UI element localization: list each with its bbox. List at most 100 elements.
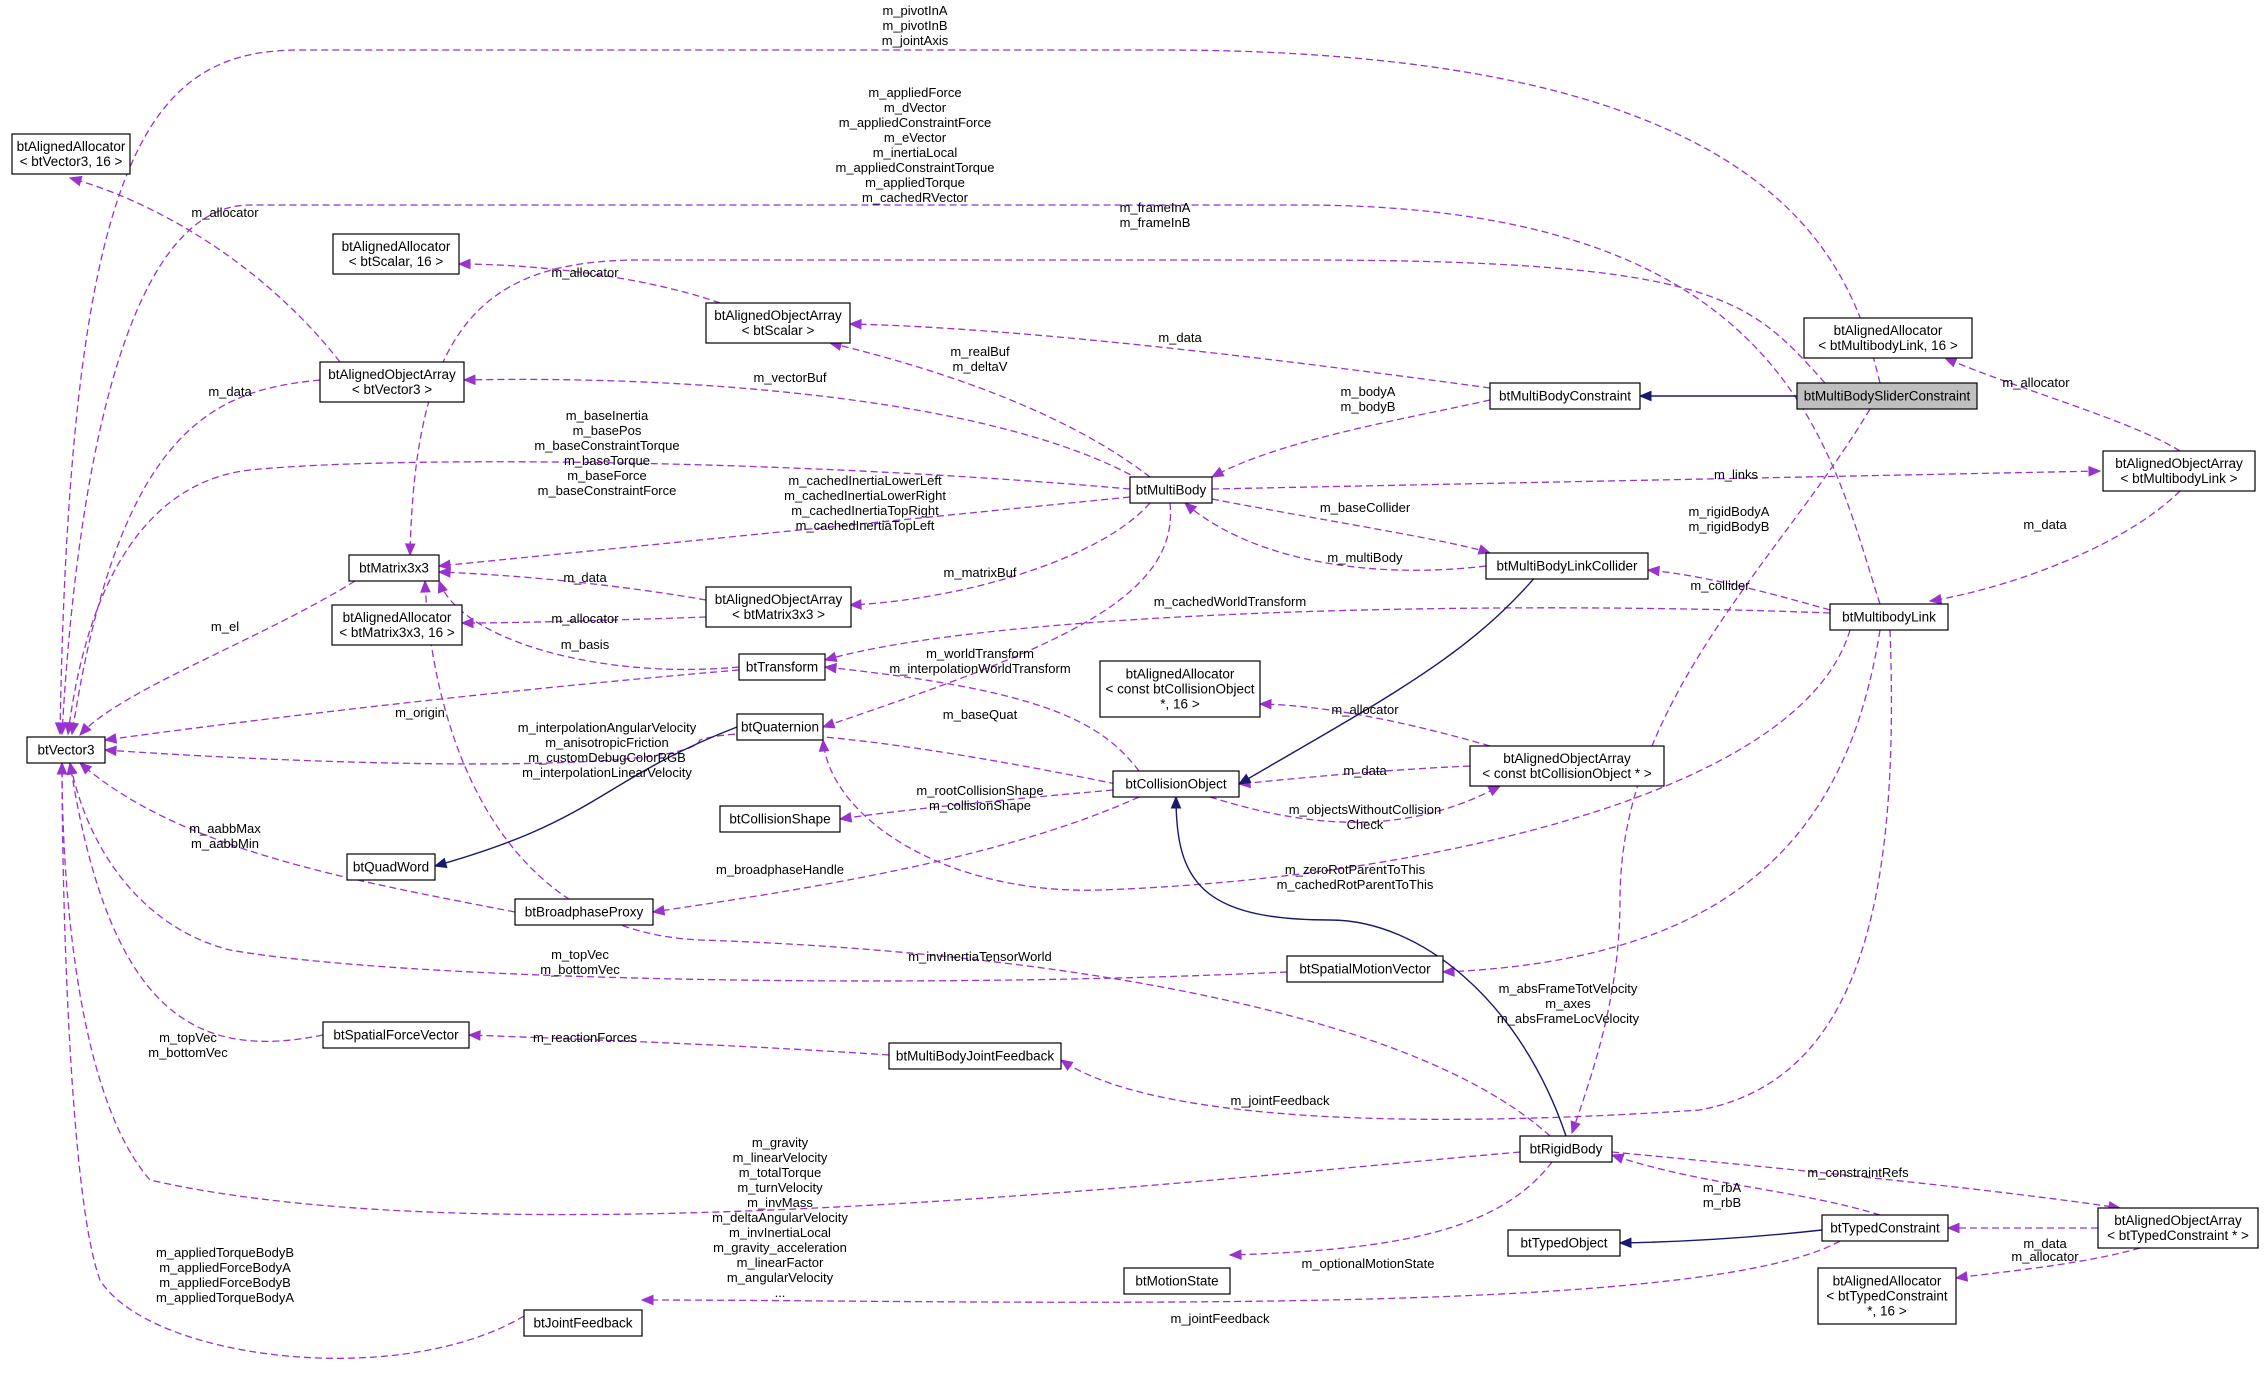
edge-label-line: m_cachedRotParentToThis — [1277, 877, 1434, 892]
class-name-text: < btVector3 > — [352, 382, 432, 397]
class-node-allocLink[interactable]: btAlignedAllocator< btMultibodyLink, 16 … — [1803, 317, 1973, 359]
class-box — [348, 554, 440, 582]
edge-line — [69, 177, 341, 363]
edge-line — [1229, 1161, 1553, 1256]
edge-label-line: m_el — [211, 619, 239, 634]
class-name-text: *, 16 > — [1160, 697, 1200, 712]
arrowhead-icon — [1487, 785, 1502, 797]
edge-label-line: m_interpolationLinearVelocity — [522, 765, 692, 780]
edge-label-line: m_baseCollider — [1320, 500, 1411, 515]
class-node-btRigidBody[interactable]: btRigidBody — [1519, 1135, 1613, 1163]
class-node-btCollisionShape[interactable]: btCollisionShape — [719, 805, 841, 833]
class-node-btMultiBody[interactable]: btMultiBody — [1129, 476, 1213, 504]
edge-label-line: m_angularVelocity — [727, 1270, 834, 1285]
edge-label: m_allocator — [2011, 1249, 2079, 1264]
member-edge — [57, 204, 1881, 736]
edge-label: m_appliedForcem_dVectorm_appliedConstrai… — [836, 85, 995, 205]
edge-line — [1209, 785, 1501, 823]
class-node-arrScalar[interactable]: btAlignedObjectArray< btScalar > — [705, 302, 851, 344]
member-edge — [848, 502, 1151, 610]
class-node-btMultiBodySliderConstraint[interactable]: btMultiBodySliderConstraint — [1796, 382, 1978, 410]
class-node-arrTC[interactable]: btAlignedObjectArray< btTypedConstraint … — [2097, 1207, 2259, 1249]
edge-line — [822, 502, 1172, 728]
class-node-btMultibodyLink[interactable]: btMultibodyLink — [1829, 603, 1949, 631]
class-node-btCollisionObject[interactable]: btCollisionObject — [1112, 770, 1240, 798]
class-node-allocMat[interactable]: btAlignedAllocator< btMatrix3x3, 16 > — [331, 604, 463, 646]
edge-label-line: m_absFrameTotVelocity — [1499, 981, 1638, 996]
class-node-arrColObj[interactable]: btAlignedObjectArray< const btCollisionO… — [1469, 745, 1665, 787]
class-node-arrLink[interactable]: btAlignedObjectArray< btMultibodyLink > — [2102, 450, 2256, 492]
edge-label: m_vectorBuf — [754, 370, 827, 385]
edge-line — [438, 580, 740, 671]
member-edge — [1228, 1161, 1553, 1261]
class-box — [1507, 1229, 1621, 1257]
class-node-allocTC[interactable]: btAlignedAllocator< btTypedConstraint*, … — [1817, 1267, 1957, 1325]
class-node-btSpatialMotionVector[interactable]: btSpatialMotionVector — [1286, 955, 1444, 983]
class-node-btTypedObject[interactable]: btTypedObject — [1507, 1229, 1621, 1257]
class-name-text: btAlignedAllocator — [342, 239, 451, 254]
edge-line — [829, 342, 1151, 478]
member-edge — [1184, 502, 1487, 571]
edge-line — [71, 379, 321, 735]
class-node-btMatrix3x3[interactable]: btMatrix3x3 — [348, 554, 440, 582]
class-node-arrVec3[interactable]: btAlignedObjectArray< btVector3 > — [319, 361, 465, 403]
edge-label-line: m_appliedForceBodyA — [159, 1260, 291, 1275]
class-node-allocColObj[interactable]: btAlignedAllocator< const btCollisionObj… — [1099, 660, 1261, 718]
class-node-btQuaternion[interactable]: btQuaternion — [736, 713, 824, 741]
class-node-allocVec3[interactable]: btAlignedAllocator< btVector3, 16 > — [11, 133, 131, 175]
class-box — [2097, 1207, 2259, 1249]
edge-line — [1060, 629, 1893, 1121]
class-name-text: btAlignedObjectArray — [714, 308, 842, 323]
arrowhead-icon — [640, 1294, 654, 1306]
class-node-btJointFeedback[interactable]: btJointFeedback — [523, 1309, 643, 1337]
edge-line — [61, 762, 1521, 1216]
class-node-btTransform[interactable]: btTransform — [738, 653, 826, 681]
class-box — [346, 853, 436, 881]
class-node-btSpatialForceVector[interactable]: btSpatialForceVector — [322, 1021, 470, 1049]
edge-label: m_allocator — [551, 265, 619, 280]
class-node-btMotionState[interactable]: btMotionState — [1123, 1267, 1231, 1295]
edge-label-line: m_collisionShape — [929, 798, 1031, 813]
class-node-allocScalar[interactable]: btAlignedAllocator< btScalar, 16 > — [332, 233, 460, 275]
edge-label: m_interpolationAngularVelocitym_anisotro… — [518, 720, 697, 780]
edge-line — [461, 616, 707, 624]
edge-label-line: m_realBuf — [950, 344, 1010, 359]
member-edge — [68, 175, 341, 363]
class-box — [319, 361, 465, 403]
class-node-btQuadWord[interactable]: btQuadWord — [346, 853, 436, 881]
class-node-btMultiBodyJointFeedback[interactable]: btMultiBodyJointFeedback — [888, 1042, 1062, 1070]
arrowhead-icon — [420, 579, 431, 593]
class-name-text: < btTypedConstraint — [1826, 1289, 1947, 1304]
edge-label-line: m_baseForce — [567, 468, 646, 483]
class-name-text: btAlignedObjectArray — [715, 592, 843, 607]
edge-label-line: m_turnVelocity — [737, 1180, 823, 1195]
arrowhead-icon — [103, 745, 117, 757]
class-node-btBroadphaseProxy[interactable]: btBroadphaseProxy — [514, 898, 654, 926]
class-name-text: < btMultibodyLink > — [2120, 471, 2237, 486]
edge-label-line: m_allocator — [2011, 1249, 2079, 1264]
member-edge — [1059, 629, 1893, 1121]
edge-label: m_jointFeedback — [1171, 1311, 1270, 1326]
edge-label: m_data — [2023, 1236, 2067, 1251]
edge-label-line: m_objectsWithoutCollision — [1289, 802, 1441, 817]
class-name-text: btAlignedObjectArray — [2114, 1213, 2242, 1228]
class-node-btTypedConstraint[interactable]: btTypedConstraint — [1821, 1214, 1949, 1242]
edge-label: m_worldTransformm_interpolationWorldTran… — [889, 646, 1070, 676]
arrowhead-icon — [821, 718, 836, 729]
class-node-arrMat[interactable]: btAlignedObjectArray< btMatrix3x3 > — [705, 586, 852, 628]
arrowhead-icon — [838, 812, 853, 823]
edge-label-line: m_interpolationWorldTransform — [889, 661, 1070, 676]
member-edge — [823, 607, 1831, 662]
class-name-text: btMotionState — [1135, 1274, 1218, 1289]
class-box — [1123, 1267, 1231, 1295]
class-node-btVector3[interactable]: btVector3 — [26, 736, 106, 764]
class-node-btMultiBodyConstraint[interactable]: btMultiBodyConstraint — [1489, 382, 1641, 410]
arrowhead-icon — [64, 721, 75, 736]
edge-label-line: m_dVector — [884, 100, 947, 115]
edge-label-line: m_frameInB — [1120, 215, 1191, 230]
class-node-btMultiBodyLinkCollider[interactable]: btMultiBodyLinkCollider — [1485, 552, 1649, 580]
class-box — [1519, 1135, 1613, 1163]
edge-label-line: m_allocator — [551, 265, 619, 280]
member-edge — [437, 496, 1131, 571]
